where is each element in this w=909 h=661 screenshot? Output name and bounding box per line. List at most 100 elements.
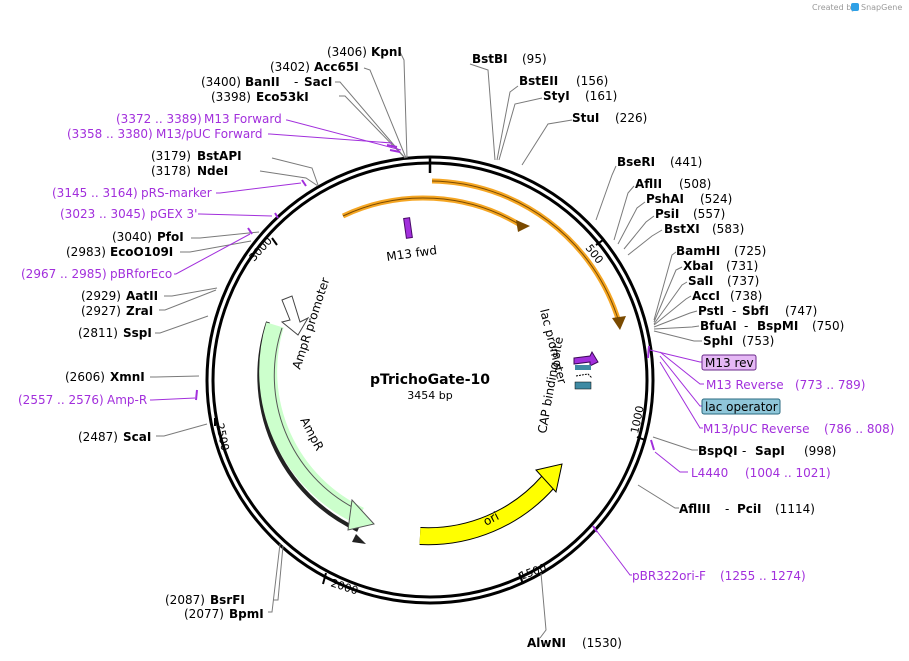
- plasmid-name: pTrichoGate-10: [370, 372, 490, 388]
- tick-label: 1500: [518, 561, 549, 583]
- enzyme-name[interactable]: BspQI: [698, 444, 738, 458]
- enzyme-pos: (557): [693, 207, 725, 221]
- enzyme-name[interactable]: PshAI: [646, 192, 684, 206]
- enzyme-name[interactable]: BstBI: [472, 52, 508, 66]
- ori-label: ori: [481, 509, 501, 529]
- enzyme-pos: (2087): [165, 593, 205, 607]
- enzyme-pos: (3040): [112, 230, 152, 244]
- primer-name[interactable]: pGEX 3': [150, 207, 197, 221]
- enzyme-name[interactable]: BamHI: [676, 244, 720, 258]
- enzyme-name[interactable]: BstEII: [519, 74, 558, 88]
- enzyme-pos: (2929): [81, 289, 121, 303]
- credit-brand: SnapGene: [861, 3, 902, 12]
- primer-name[interactable]: M13/pUC Reverse: [703, 422, 810, 436]
- enzyme-name[interactable]: PfoI: [157, 230, 184, 244]
- primer-name[interactable]: pBR322ori-F: [632, 569, 706, 583]
- enzyme-name[interactable]: StuI: [572, 111, 599, 125]
- m13-fwd-label: M13 fwd: [385, 243, 437, 264]
- enzyme-sep: -: [732, 304, 736, 318]
- left-enzymes: (3406) KpnI (3402) Acc65I (3400) BanII -…: [65, 45, 402, 621]
- enzyme-name[interactable]: BstXI: [664, 222, 700, 236]
- enzyme-pos: (226): [615, 111, 647, 125]
- enzyme-pos: (753): [742, 334, 774, 348]
- enzyme-pos: (750): [812, 319, 844, 333]
- enzyme-name[interactable]: SbfI: [742, 304, 769, 318]
- enzyme-pos: (2606): [65, 370, 105, 384]
- primer-name[interactable]: M13/pUC Forward: [156, 127, 263, 141]
- enzyme-name[interactable]: EcoO109I: [110, 245, 173, 259]
- enzyme-pos: (2077): [184, 607, 224, 621]
- enzyme-name[interactable]: ZraI: [126, 304, 153, 318]
- enzyme-name[interactable]: XmnI: [110, 370, 145, 384]
- enzyme-name[interactable]: ScaI: [123, 430, 151, 444]
- enzyme-name[interactable]: PstI: [698, 304, 724, 318]
- enzyme-pos: (731): [726, 259, 758, 273]
- primer-leaders: [150, 119, 704, 576]
- enzyme-pos: (2927): [81, 304, 121, 318]
- enzyme-pos: (1530): [582, 636, 622, 650]
- enzyme-pos: (524): [700, 192, 732, 206]
- enzyme-name[interactable]: AflII: [635, 177, 662, 191]
- primer-name[interactable]: pRS-marker: [141, 186, 212, 200]
- enzyme-name[interactable]: SalI: [688, 274, 713, 288]
- lac-operator-box: [701, 398, 781, 415]
- enzyme-name[interactable]: Acc65I: [314, 60, 359, 74]
- enzyme-name[interactable]: AlwNI: [527, 636, 566, 650]
- ori-arrowhead: [535, 463, 563, 494]
- enzyme-name[interactable]: NdeI: [197, 164, 228, 178]
- right-enzyme-leaders: [469, 63, 702, 639]
- primer-name[interactable]: M13 Reverse: [706, 378, 784, 392]
- primer-range: (3372 .. 3389): [116, 112, 202, 126]
- lac-promoter-arrow: [573, 350, 599, 367]
- enzyme-pos: (998): [804, 444, 836, 458]
- enzyme-pos: (1114): [775, 502, 815, 516]
- enzyme-name[interactable]: SacI: [304, 75, 332, 89]
- tick-label: 2500: [213, 422, 232, 452]
- enzyme-name[interactable]: Eco53kI: [256, 90, 309, 104]
- snapgene-logo-icon: [851, 3, 859, 11]
- primer-name[interactable]: Amp-R: [107, 393, 147, 407]
- arc-arrowhead: [612, 316, 626, 330]
- primer-name[interactable]: L4440: [691, 466, 728, 480]
- enzyme-pos: (738): [730, 289, 762, 303]
- primer-range: (2967 .. 2985): [21, 267, 107, 281]
- right-enzymes: BstBI (95) BstEII (156) StyI (161) StuI …: [472, 52, 844, 650]
- tick-label: 1000: [628, 405, 647, 435]
- enzyme-name[interactable]: SphI: [703, 334, 733, 348]
- enzyme-name[interactable]: AccI: [692, 289, 720, 303]
- enzyme-pos: (156): [576, 74, 608, 88]
- primer-site-marks: [195, 144, 655, 533]
- enzyme-pos: (508): [679, 177, 711, 191]
- enzyme-pos: (441): [670, 155, 702, 169]
- enzyme-name[interactable]: PciI: [737, 502, 762, 516]
- enzyme-name[interactable]: SspI: [123, 326, 152, 340]
- enzyme-pos: (3402): [270, 60, 310, 74]
- m13-rev-box: [701, 354, 757, 371]
- enzyme-name[interactable]: BfuAI: [700, 319, 737, 333]
- primer-name[interactable]: M13 Forward: [204, 112, 282, 126]
- enzyme-name[interactable]: BseRI: [617, 155, 655, 169]
- primer-name[interactable]: M13 rev: [705, 356, 754, 370]
- enzyme-pos: (2487): [78, 430, 118, 444]
- primer-range: (786 .. 808): [824, 422, 894, 436]
- enzyme-name[interactable]: AflIII: [679, 502, 711, 516]
- primer-name[interactable]: pBRforEco: [110, 267, 172, 281]
- enzyme-name[interactable]: BanII: [245, 75, 280, 89]
- enzyme-pos: (3406): [327, 45, 367, 59]
- ampr-arrowhead: [347, 498, 375, 531]
- enzyme-name[interactable]: BstAPI: [197, 149, 242, 163]
- enzyme-name[interactable]: BspMI: [757, 319, 798, 333]
- feature-name[interactable]: lac operator: [705, 400, 778, 414]
- enzyme-name[interactable]: XbaI: [683, 259, 713, 273]
- enzyme-name[interactable]: BpmI: [229, 607, 264, 621]
- enzyme-name[interactable]: PsiI: [655, 207, 679, 221]
- enzyme-sep: -: [744, 319, 748, 333]
- enzyme-name[interactable]: StyI: [543, 89, 570, 103]
- ampr-promoter-arrow: [280, 295, 310, 336]
- enzyme-name[interactable]: BsrFI: [210, 593, 245, 607]
- primer-range: (2557 .. 2576): [18, 393, 104, 407]
- enzyme-name[interactable]: AatII: [126, 289, 158, 303]
- enzyme-name[interactable]: SapI: [755, 444, 785, 458]
- enzyme-name[interactable]: KpnI: [371, 45, 402, 59]
